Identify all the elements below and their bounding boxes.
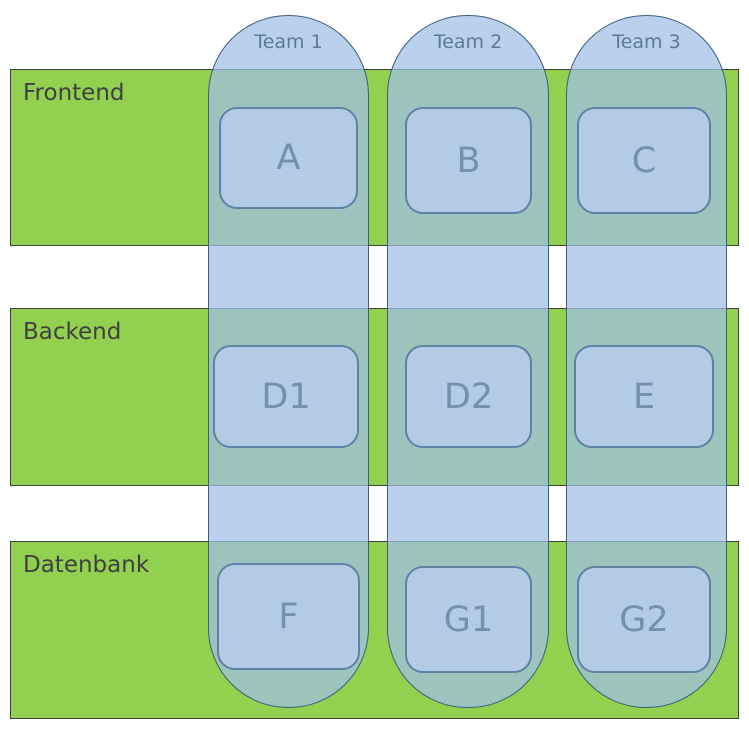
layer-label-datenbank: Datenbank — [23, 552, 150, 578]
layer-label-frontend: Frontend — [23, 80, 125, 106]
team-label-2: Team 2 — [433, 31, 503, 53]
component-g2: G2 — [577, 566, 711, 673]
team-label-3: Team 3 — [612, 31, 681, 53]
component-f: F — [217, 563, 360, 670]
component-g1: G1 — [405, 566, 532, 673]
component-e: E — [574, 345, 714, 448]
component-c: C — [577, 107, 711, 214]
component-d2: D2 — [405, 345, 532, 448]
component-a: A — [219, 107, 358, 209]
layer-label-backend: Backend — [23, 319, 122, 345]
team-label-1: Team 1 — [254, 31, 323, 53]
component-d1: D1 — [213, 345, 359, 448]
component-b: B — [405, 107, 532, 214]
